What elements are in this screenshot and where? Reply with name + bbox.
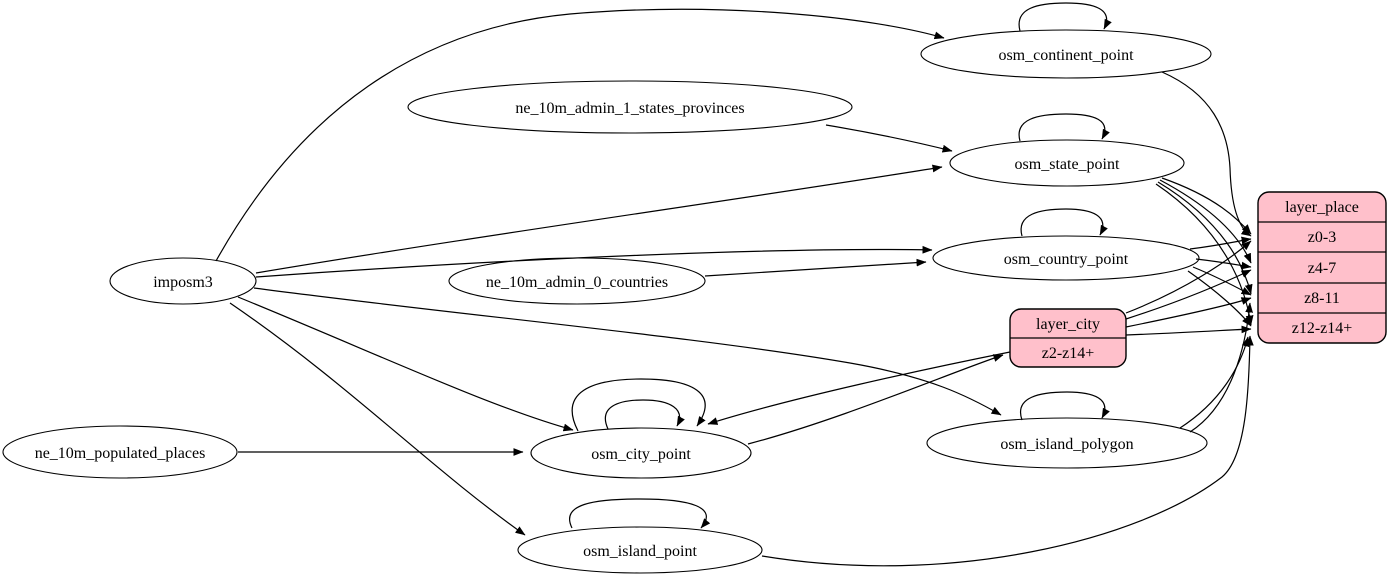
osm-continent-point-label: osm_continent_point — [998, 47, 1134, 64]
edge-osm-island-polygon-layer-place-z12-z14 — [1179, 336, 1250, 429]
osm-island-polygon-ellipse — [926, 417, 1208, 469]
node-osm-city-point: osm_city_point — [530, 427, 752, 479]
edge-ne-10m-admin-1-osm-state-point — [825, 124, 953, 153]
node-ne-10m-admin-1-states-provinces: ne_10m_admin_1_states_provinces — [407, 80, 853, 134]
node-osm-continent-point: osm_continent_point — [920, 29, 1212, 79]
osm-country-point-ellipse — [932, 235, 1200, 281]
imposm3-ellipse — [109, 257, 257, 305]
edge-loop-osm-continent-point — [1018, 2, 1112, 32]
osm-state-point-label: osm_state_point — [1015, 156, 1120, 173]
edge-loop-osm-island-polygon — [1019, 391, 1110, 421]
edge-imposm3-osm-country-point — [255, 245, 933, 278]
edge-loop-outer-osm-city-point — [571, 378, 706, 432]
edge-imposm3-osm-island-polygon — [253, 287, 1002, 416]
osm-city-point-ellipse — [530, 427, 752, 479]
layer-place-row-z12-z14: z12-z14+ — [1292, 320, 1353, 337]
edge-imposm3-osm-city-point — [237, 296, 574, 432]
node-osm-state-point: osm_state_point — [949, 139, 1185, 187]
edge-osm-island-polygon-layer-place-z8-11 — [1189, 302, 1253, 433]
edge-layer-city-layer-place-z0-3 — [1125, 240, 1252, 314]
layer-place-title: layer_place — [1285, 199, 1359, 216]
node-imposm3: imposm3 — [109, 257, 257, 305]
edge-osm-state-point-layer-place-z8-11 — [1157, 181, 1253, 295]
edge-loop-osm-country-point — [1020, 208, 1108, 237]
layer-city-row-z2-z14: z2-z14+ — [1042, 345, 1095, 362]
osm-continent-point-ellipse — [920, 29, 1212, 79]
osm-island-polygon-label: osm_island_polygon — [1000, 436, 1133, 453]
edge-osm-state-point-layer-place-z4-7 — [1159, 179, 1252, 264]
edge-layer-city-layer-place-z4-7 — [1125, 269, 1252, 320]
osm-city-point-label: osm_city_point — [591, 446, 691, 463]
edge-loop-osm-island-point — [569, 498, 711, 529]
node-osm-island-point: osm_island_point — [517, 526, 763, 574]
osm-country-point-label: osm_country_point — [1004, 251, 1129, 268]
edge-osm-state-point-layer-place-z0-3 — [1161, 177, 1252, 235]
record-layer-place: layer_place z0-3 z4-7 z8-11 z12-z14+ — [1257, 191, 1387, 344]
edge-osm-country-point-layer-place-z4-7 — [1195, 258, 1252, 270]
edge-osm-country-point-layer-place-z8-11 — [1192, 266, 1252, 296]
ne-10m-admin-0-label: ne_10m_admin_0_countries — [486, 274, 668, 291]
node-ne-10m-admin-0-countries: ne_10m_admin_0_countries — [448, 257, 706, 305]
ne-10m-admin-1-ellipse — [407, 80, 853, 134]
record-layer-city: layer_city z2-z14+ — [1009, 308, 1127, 368]
layer-city-title: layer_city — [1036, 316, 1100, 333]
node-osm-island-polygon: osm_island_polygon — [926, 417, 1208, 469]
edge-loop-osm-state-point — [1018, 113, 1110, 142]
ne-10m-admin-1-label: ne_10m_admin_1_states_provinces — [515, 100, 744, 117]
node-osm-country-point: osm_country_point — [932, 235, 1200, 281]
layer-place-row-z8-11: z8-11 — [1304, 290, 1340, 307]
edge-loop-inner-osm-city-point — [604, 399, 685, 430]
edge-layer-city-layer-place-z8-11 — [1125, 297, 1252, 328]
layer-place-row-z0-3: z0-3 — [1308, 229, 1336, 246]
edge-osm-city-point-layer-city-z2-z14 — [747, 354, 1004, 445]
edge-layer-city-osm-city-point — [707, 351, 1011, 425]
edge-osm-island-point-layer-place-z12-z14 — [761, 335, 1254, 567]
osm-state-point-ellipse — [949, 139, 1185, 187]
ne-10m-populated-places-label: ne_10m_populated_places — [35, 445, 206, 462]
node-ne-10m-populated-places: ne_10m_populated_places — [2, 425, 238, 479]
edge-osm-country-point-layer-place-z0-3 — [1189, 236, 1252, 250]
ne-10m-populated-places-ellipse — [2, 425, 238, 479]
edge-layer-city-layer-place-z12-z14 — [1125, 325, 1252, 336]
edge-imposm3-osm-continent-point — [215, 8, 945, 262]
layer-place-row-z4-7: z4-7 — [1308, 260, 1336, 277]
layer-place-box — [1257, 191, 1387, 344]
osm-island-point-label: osm_island_point — [583, 543, 697, 560]
edge-ne-10m-admin-0-osm-country-point — [704, 258, 927, 277]
imposm3-label: imposm3 — [153, 274, 213, 291]
edges — [215, 2, 1254, 567]
osm-island-point-ellipse — [517, 526, 763, 574]
edge-imposm3-osm-island-point — [229, 302, 526, 536]
edge-imposm3-osm-state-point — [255, 164, 943, 274]
